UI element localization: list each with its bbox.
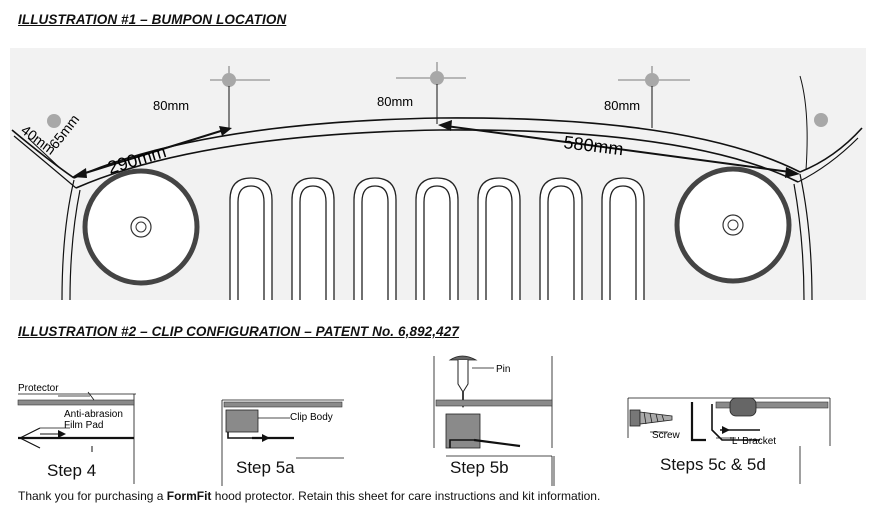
step4-label: Step 4 <box>47 461 97 480</box>
dim-arrow-580 <box>445 125 791 173</box>
step5b-pin <box>457 360 469 393</box>
step5a-clip-body-label: Clip Body <box>290 412 333 423</box>
grille-slot <box>477 177 521 300</box>
footer-note: Thank you for purchasing a FormFit hood … <box>18 489 600 503</box>
step4-figure <box>17 391 136 458</box>
step5cd-figure <box>627 397 831 446</box>
left-fender-edge-inner <box>13 135 77 189</box>
left-fender-line-2 <box>69 189 81 301</box>
bumpon-edge-right <box>814 113 828 127</box>
bumpon-dot <box>645 73 659 87</box>
step5b-label: Step 5b <box>450 458 509 477</box>
bumpon-dot <box>222 73 236 87</box>
step4-pad-label-2: Film Pad <box>64 420 103 431</box>
footer-brand: FormFit <box>166 489 212 503</box>
step5a-label: Step 5a <box>236 458 295 477</box>
step4-protector-bar <box>17 399 135 406</box>
dim-label-left-80: 80mm <box>153 98 189 113</box>
illustration-1-heading: ILLUSTRATION #1 – BUMPON LOCATION <box>18 12 287 27</box>
step5cd-screw-label: Screw <box>652 430 681 441</box>
dim-label-center-80: 80mm <box>377 94 413 109</box>
left-fender-edge <box>11 129 75 179</box>
step5cd-bracket-label: 'L' Bracket <box>730 436 776 447</box>
grille-slot <box>291 177 335 300</box>
grille-slot <box>539 177 583 300</box>
step4-pad-label-1: Anti-abrasion <box>64 409 123 420</box>
right-fender-edge-inner <box>797 137 859 183</box>
hood-edge-inner <box>75 129 799 189</box>
right-fender-line-2 <box>793 183 805 301</box>
step5cd-screw <box>629 409 673 427</box>
right-fender-line <box>799 173 813 301</box>
step5b-figure <box>433 355 553 486</box>
bumpon-edge-left <box>47 114 61 128</box>
grille-slot <box>353 177 397 300</box>
illustration-2-heading: ILLUSTRATION #2 – CLIP CONFIGURATION – P… <box>18 324 459 339</box>
step5a-figure <box>221 399 344 486</box>
step5b-pin-head <box>448 355 478 361</box>
footer-text-pre: Thank you for purchasing a <box>18 489 167 503</box>
dim-line-edge <box>27 137 61 169</box>
left-fender-line <box>61 179 75 301</box>
footer-text-post: hood protector. Retain this sheet for ca… <box>211 489 601 503</box>
grille-slot <box>229 177 273 300</box>
step4-protector-label: Protector <box>18 383 59 394</box>
step5cd-clip <box>729 397 757 417</box>
bumpon-dot <box>430 71 444 85</box>
dim-label-right-80: 80mm <box>604 98 640 113</box>
grille-slot <box>601 177 645 300</box>
right-pillar-line <box>799 75 808 171</box>
step5cd-label: Steps 5c & 5d <box>660 455 766 474</box>
step5cd-l-bracket <box>690 402 706 442</box>
grille-slot <box>415 177 459 300</box>
step5b-pin-label: Pin <box>496 364 510 375</box>
grille <box>229 177 645 300</box>
step5a-clip-body <box>225 409 259 433</box>
step5b-clip-body <box>445 413 481 449</box>
dim-arrow-290 <box>81 129 225 175</box>
